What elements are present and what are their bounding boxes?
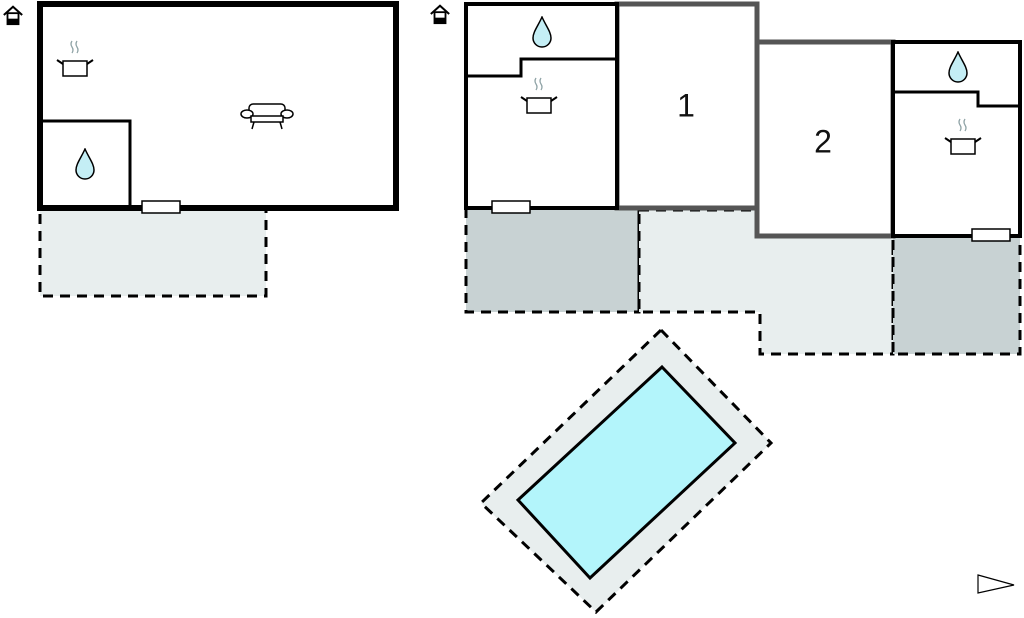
living-room (37, 1, 399, 211)
north-arrow-icon (977, 574, 1015, 594)
room-label-1: 1 (677, 87, 695, 123)
door (971, 228, 1011, 242)
house-icon (429, 4, 451, 25)
house-a (2, 1, 399, 298)
house-icon (2, 5, 24, 26)
door (141, 200, 181, 214)
swimming-pool (515, 364, 738, 581)
room-1 (614, 1, 760, 211)
terrace (38, 206, 268, 298)
pool-area (478, 327, 774, 615)
house-b: 1 2 (429, 1, 1022, 356)
bathroom-wall-right (895, 90, 1020, 108)
bathroom (38, 119, 132, 210)
covered-terrace-left (464, 206, 641, 314)
room-2 (754, 39, 896, 239)
bathroom-wall-left (468, 57, 617, 78)
door (491, 200, 531, 214)
room-label-2: 2 (814, 123, 832, 159)
covered-terrace-right (891, 234, 1022, 356)
